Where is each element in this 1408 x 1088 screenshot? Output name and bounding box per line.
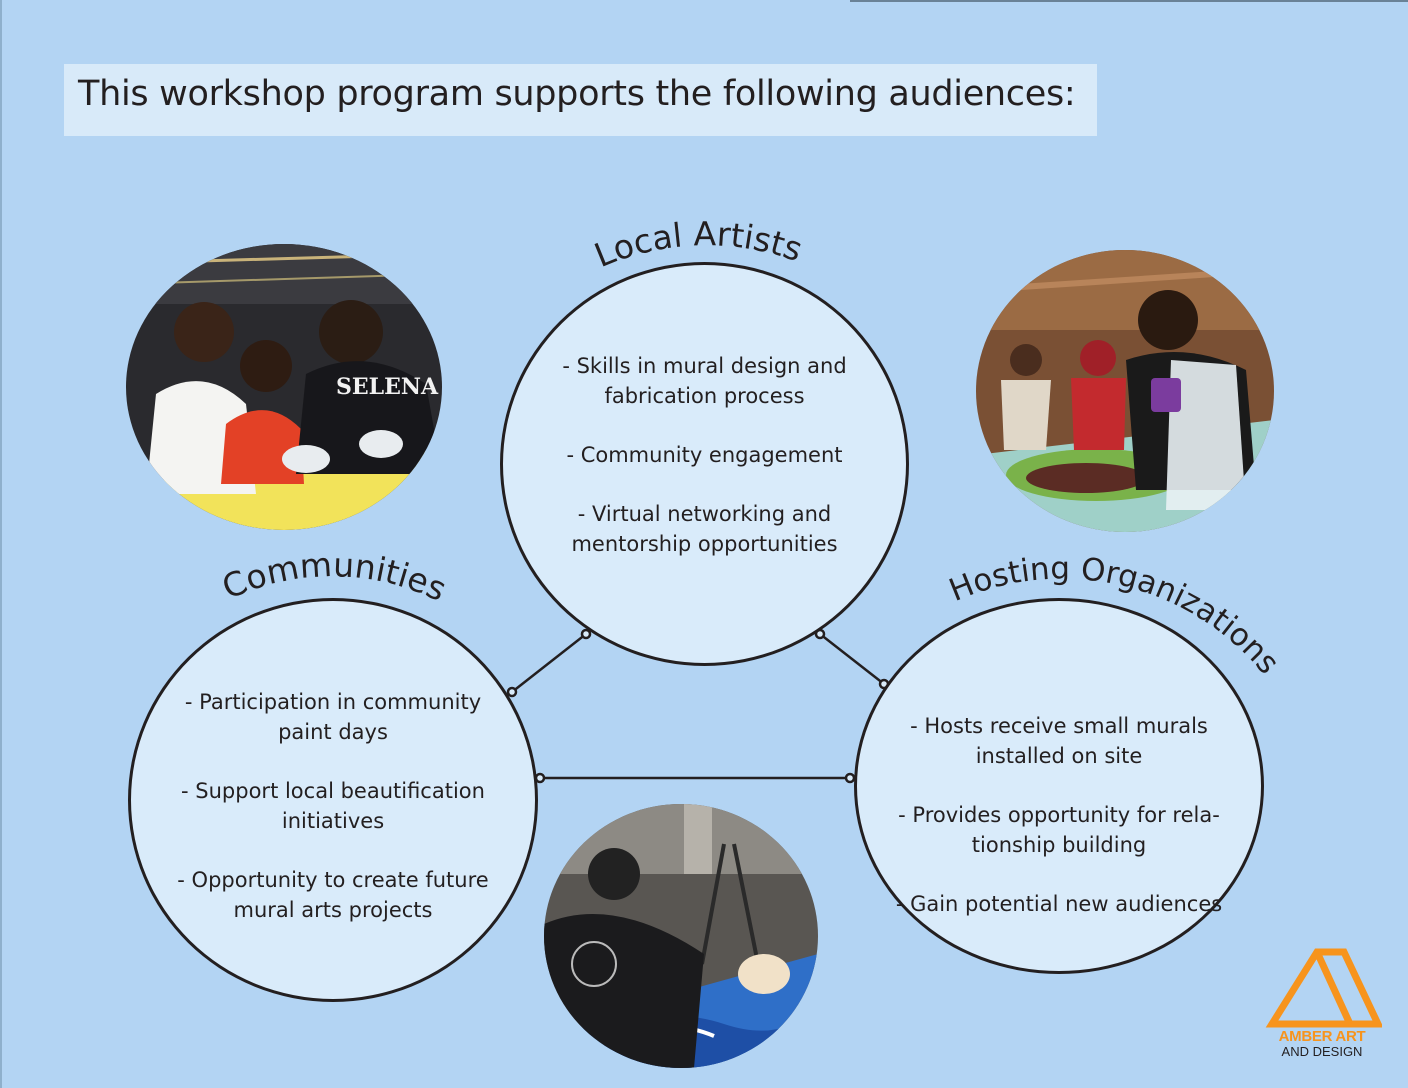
item-line: - Opportunity to create future bbox=[177, 868, 489, 892]
svg-text:SELENA: SELENA bbox=[336, 374, 439, 400]
logo-text-secondary: AND DESIGN bbox=[1281, 1044, 1363, 1059]
communities-title: Communities bbox=[216, 545, 452, 609]
item-line: - Gain potential new audiences bbox=[895, 892, 1223, 916]
hosting-organizations-circle: - Hosts receive small murals installed on… bbox=[854, 598, 1264, 974]
hosting-item: - Gain potential new audiences bbox=[857, 889, 1261, 919]
item-line: - Community engagement bbox=[566, 443, 843, 467]
communities-list: - Participation in community paint days -… bbox=[131, 687, 535, 925]
logo-text-primary: AMBER ART bbox=[1278, 1028, 1366, 1045]
communities-item: - Support local beautification initiative… bbox=[131, 776, 535, 836]
item-line: - Virtual networking and bbox=[577, 502, 832, 526]
item-line: fabrication process bbox=[604, 384, 805, 408]
local-artists-item: - Virtual networking and mentorship oppor… bbox=[503, 499, 906, 559]
local-artists-item: - Skills in mural design and fabrication … bbox=[503, 351, 906, 411]
communities-item: - Participation in community paint days bbox=[131, 687, 535, 747]
left-border bbox=[0, 0, 2, 1088]
item-line: installed on site bbox=[975, 744, 1143, 768]
item-line: - Provides opportunity for rela- bbox=[898, 803, 1220, 827]
item-line: - Participation in community bbox=[184, 690, 482, 714]
hosting-item: - Hosts receive small murals installed on… bbox=[857, 711, 1261, 771]
item-line: initiatives bbox=[281, 809, 385, 833]
local-artists-title: Local Artists bbox=[589, 214, 807, 275]
hosting-item: - Provides opportunity for rela-tionship… bbox=[857, 800, 1261, 860]
amber-art-logo: AMBER ART AND DESIGN bbox=[1262, 944, 1384, 1068]
item-line: - Support local beautification bbox=[181, 779, 485, 803]
item-line: mentorship opportunities bbox=[571, 532, 838, 556]
local-artists-list: - Skills in mural design and fabrication … bbox=[503, 351, 906, 559]
page-title: This workshop program supports the follo… bbox=[78, 74, 1076, 114]
item-line: paint days bbox=[278, 720, 388, 744]
communities-item: - Opportunity to create future mural arts… bbox=[131, 865, 535, 925]
item-line: - Hosts receive small murals bbox=[910, 714, 1208, 738]
item-line: - Skills in mural design and bbox=[562, 354, 847, 378]
photo-artist-painting bbox=[544, 804, 818, 1068]
communities-circle: - Participation in community paint days -… bbox=[128, 598, 538, 1002]
photo-children-painting: SELENA bbox=[126, 244, 442, 530]
item-line: mural arts projects bbox=[233, 898, 433, 922]
item-line: tionship building bbox=[971, 833, 1147, 857]
top-divider bbox=[850, 0, 1408, 2]
local-artists-circle: - Skills in mural design and fabrication … bbox=[500, 262, 909, 666]
logo-mark-icon bbox=[1265, 948, 1384, 1028]
header-banner: This workshop program supports the follo… bbox=[64, 64, 1097, 136]
hosting-list: - Hosts receive small murals installed on… bbox=[857, 711, 1261, 919]
hosting-organizations-title: Hosting Organizations bbox=[944, 551, 1286, 681]
local-artists-item: - Community engagement bbox=[503, 440, 906, 470]
